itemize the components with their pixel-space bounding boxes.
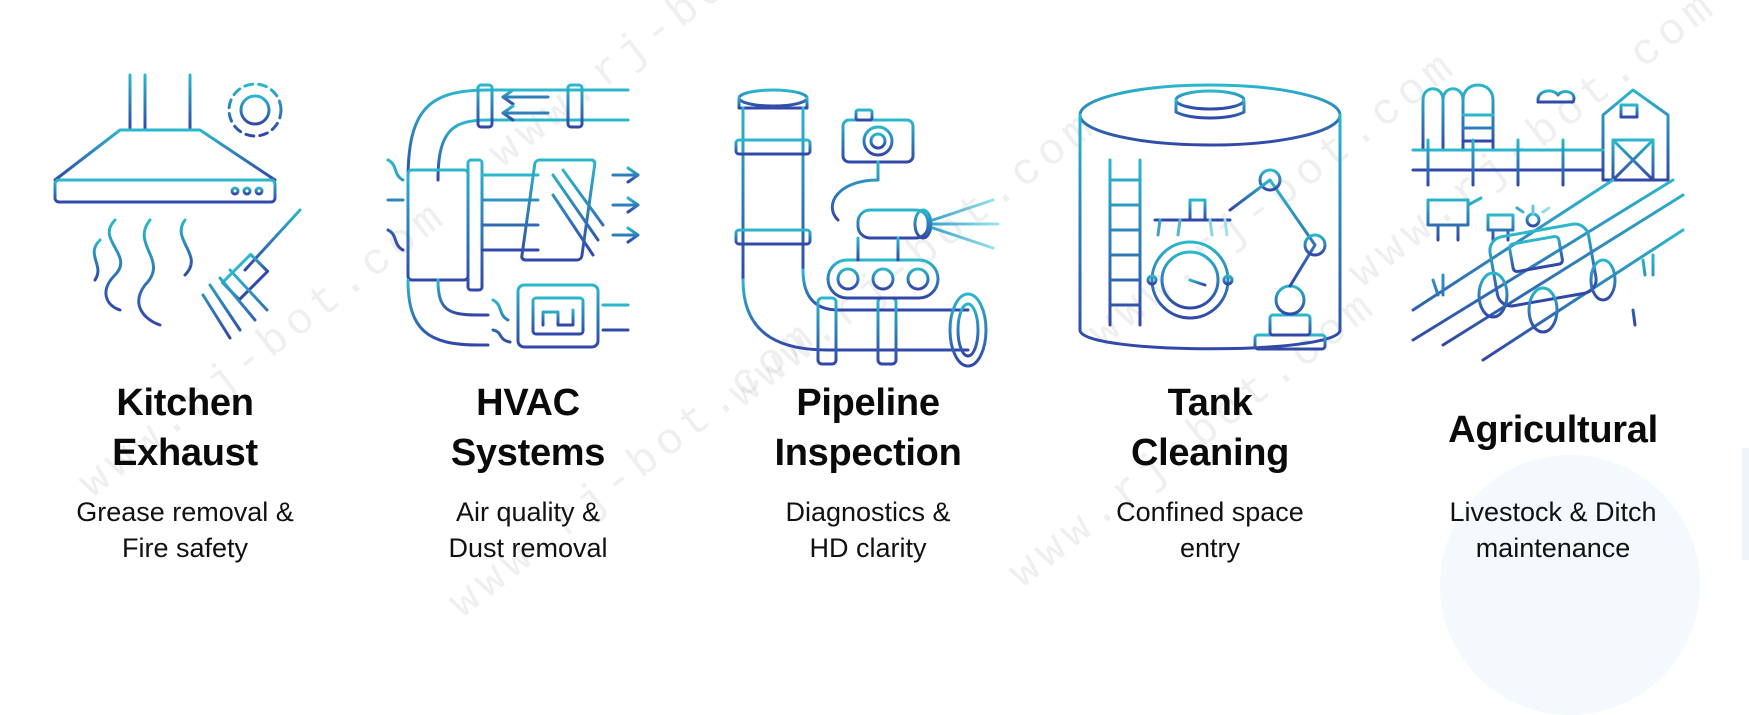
card-subtitle: Confined space entry [1116, 497, 1304, 563]
card-subtitle: Air quality & Dust removal [448, 497, 608, 563]
card-subtitle: Livestock & Ditch maintenance [1449, 497, 1657, 563]
service-card-hvac-systems: HVAC Systems Air quality & Dust removal [378, 50, 678, 590]
tank-robotic-arm-icon [1078, 83, 1342, 351]
card-subtitle: Diagnostics & HD clarity [785, 497, 951, 563]
card-title: HVAC Systems [450, 382, 606, 474]
card-title: Kitchen Exhaust [112, 382, 258, 474]
service-card-tank-cleaning: Tank Cleaning Confined space entry [1060, 50, 1360, 590]
pipeline-robot-camera-icon [734, 88, 1000, 368]
service-card-kitchen-exhaust: Kitchen Exhaust Grease removal & Fire sa… [35, 50, 335, 590]
card-title: Agricultural [1448, 409, 1658, 451]
hvac-ductwork-icon [386, 83, 640, 349]
card-subtitle: Grease removal & Fire safety [76, 497, 294, 563]
background-edge-decoration [1742, 448, 1749, 560]
farm-robot-icon [1411, 83, 1685, 362]
service-card-pipeline-inspection: Pipeline Inspection Diagnostics & HD cla… [718, 50, 1018, 590]
card-title: Pipeline Inspection [774, 382, 962, 474]
kitchen-exhaust-hood-icon [53, 73, 302, 340]
service-card-agricultural: Agricultural Livestock & Ditch maintenan… [1403, 50, 1703, 590]
card-title: Tank Cleaning [1130, 382, 1290, 474]
